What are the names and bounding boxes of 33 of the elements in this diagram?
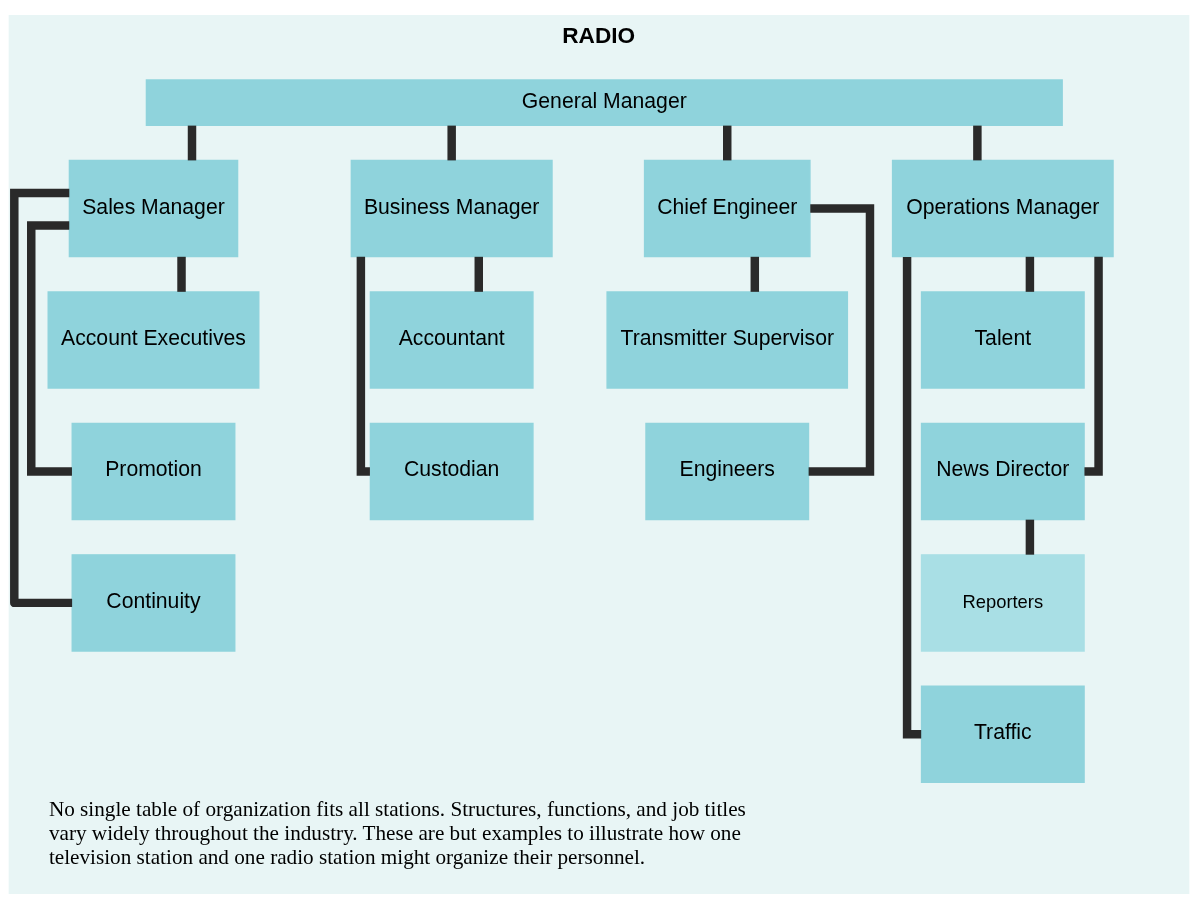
- node-box: Talent: [920, 291, 1085, 389]
- connector: [973, 125, 982, 161]
- connector: [356, 256, 370, 476]
- connector: [474, 256, 483, 292]
- connector: [1084, 256, 1103, 476]
- node-box: Continuity: [71, 554, 236, 652]
- node-box: Account Executives: [47, 291, 260, 389]
- connector: [177, 256, 186, 292]
- node-box: News Director: [920, 422, 1085, 521]
- caption: No single table of organization fits all stations. Structures, functions, and job titles vary widely throughout the industry. These are but examples to illustrate how one television station and one radio station might organize their personnel.: [48, 797, 746, 870]
- connector: [187, 125, 197, 161]
- connector: [723, 125, 732, 161]
- node-box: Transmitter Supervisor: [606, 291, 849, 389]
- node-box: General Manager: [145, 79, 1063, 126]
- node-box: Custodian: [369, 422, 534, 521]
- node-box: Engineers: [645, 422, 810, 521]
- connector: [808, 204, 875, 476]
- connector: [10, 188, 73, 608]
- node-box: Accountant: [369, 291, 534, 389]
- node-box: Chief Engineer: [643, 159, 811, 258]
- connector: [447, 125, 456, 161]
- node-box: Promotion: [71, 422, 236, 521]
- connector: [1025, 519, 1035, 555]
- connector: [27, 221, 72, 476]
- diagram-title: RADIO: [562, 22, 636, 48]
- connector: [1025, 256, 1035, 292]
- node-box: Operations Manager: [891, 159, 1114, 258]
- connector: [902, 257, 922, 739]
- node-box: Business Manager: [350, 159, 553, 258]
- node-box: Sales Manager: [68, 159, 239, 258]
- node-box: Traffic: [920, 685, 1085, 784]
- node-box: Reporters: [920, 554, 1085, 652]
- connector: [750, 256, 760, 292]
